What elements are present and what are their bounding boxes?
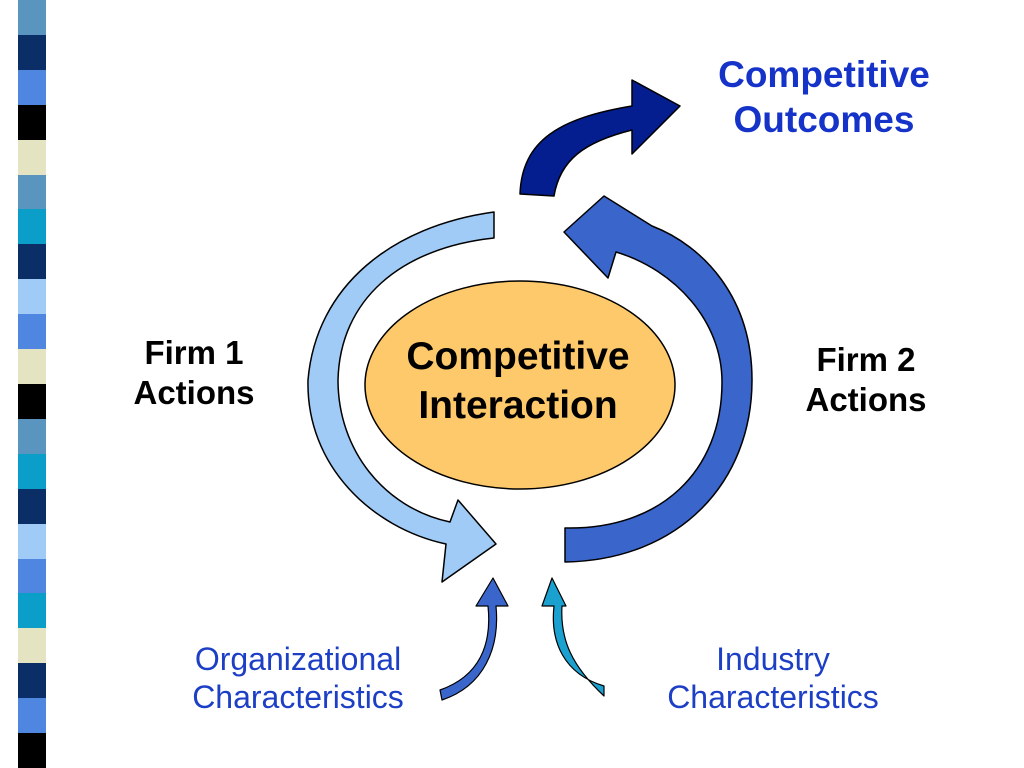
org-label-line-2: Characteristics [192,679,404,716]
stripe-block [18,418,46,455]
competitive-outcomes-label: Competitive Outcomes [680,52,968,142]
stripe-block [18,314,46,350]
industry-characteristics-arrow [541,577,605,697]
stripe-block [18,0,46,36]
competitive-interaction-label: Competitive Interaction [370,333,666,431]
stripe-block [18,698,46,734]
stripe-block [18,69,46,106]
stripe-block [18,628,46,664]
stripe-block [18,523,46,560]
industry-label-line-1: Industry [716,641,830,677]
stripe-block [18,174,46,210]
competitive-interaction-ellipse [364,280,676,490]
stripe-block [18,453,46,490]
stripe-block [18,593,46,629]
stripe-block [18,279,46,315]
stripe-block [18,663,46,699]
stripe-block [18,104,46,141]
org-label-line-1: Organizational [194,641,402,677]
outcomes-label-line-2: Outcomes [733,99,915,141]
center-label-line-2: Interaction [418,383,618,427]
competitive-outcomes-arrow [519,79,681,197]
firm1-actions-arrow [307,211,497,583]
center-label-line-1: Competitive [406,335,630,378]
stripe-block [18,349,46,385]
stripe-block [18,209,46,245]
organizational-characteristics-label: Organizational Characteristics [148,640,448,717]
firm2-actions-arrow [563,195,753,563]
firm2-label-line-1: Firm 2 [816,341,916,378]
industry-characteristics-label: Industry Characteristics [628,640,918,717]
firm1-actions-label: Firm 1 Actions [108,333,280,412]
organizational-characteristics-arrow [439,577,509,701]
outcomes-label-line-1: Competitive [718,54,930,95]
firm1-label-line-1: Firm 1 [144,334,244,371]
stripe-block [18,558,46,594]
stripe-block [18,384,46,420]
industry-label-line-2: Characteristics [667,679,879,716]
firm2-label-line-2: Actions [805,380,927,418]
decorative-stripe [0,0,48,768]
stripe-block [18,34,46,71]
stripe-block [18,733,46,768]
firm2-actions-label: Firm 2 Actions [782,340,950,419]
stripe-block [18,244,46,280]
stripe-block [18,488,46,525]
firm1-label-line-2: Actions [133,373,255,411]
stripe-block [18,139,46,176]
